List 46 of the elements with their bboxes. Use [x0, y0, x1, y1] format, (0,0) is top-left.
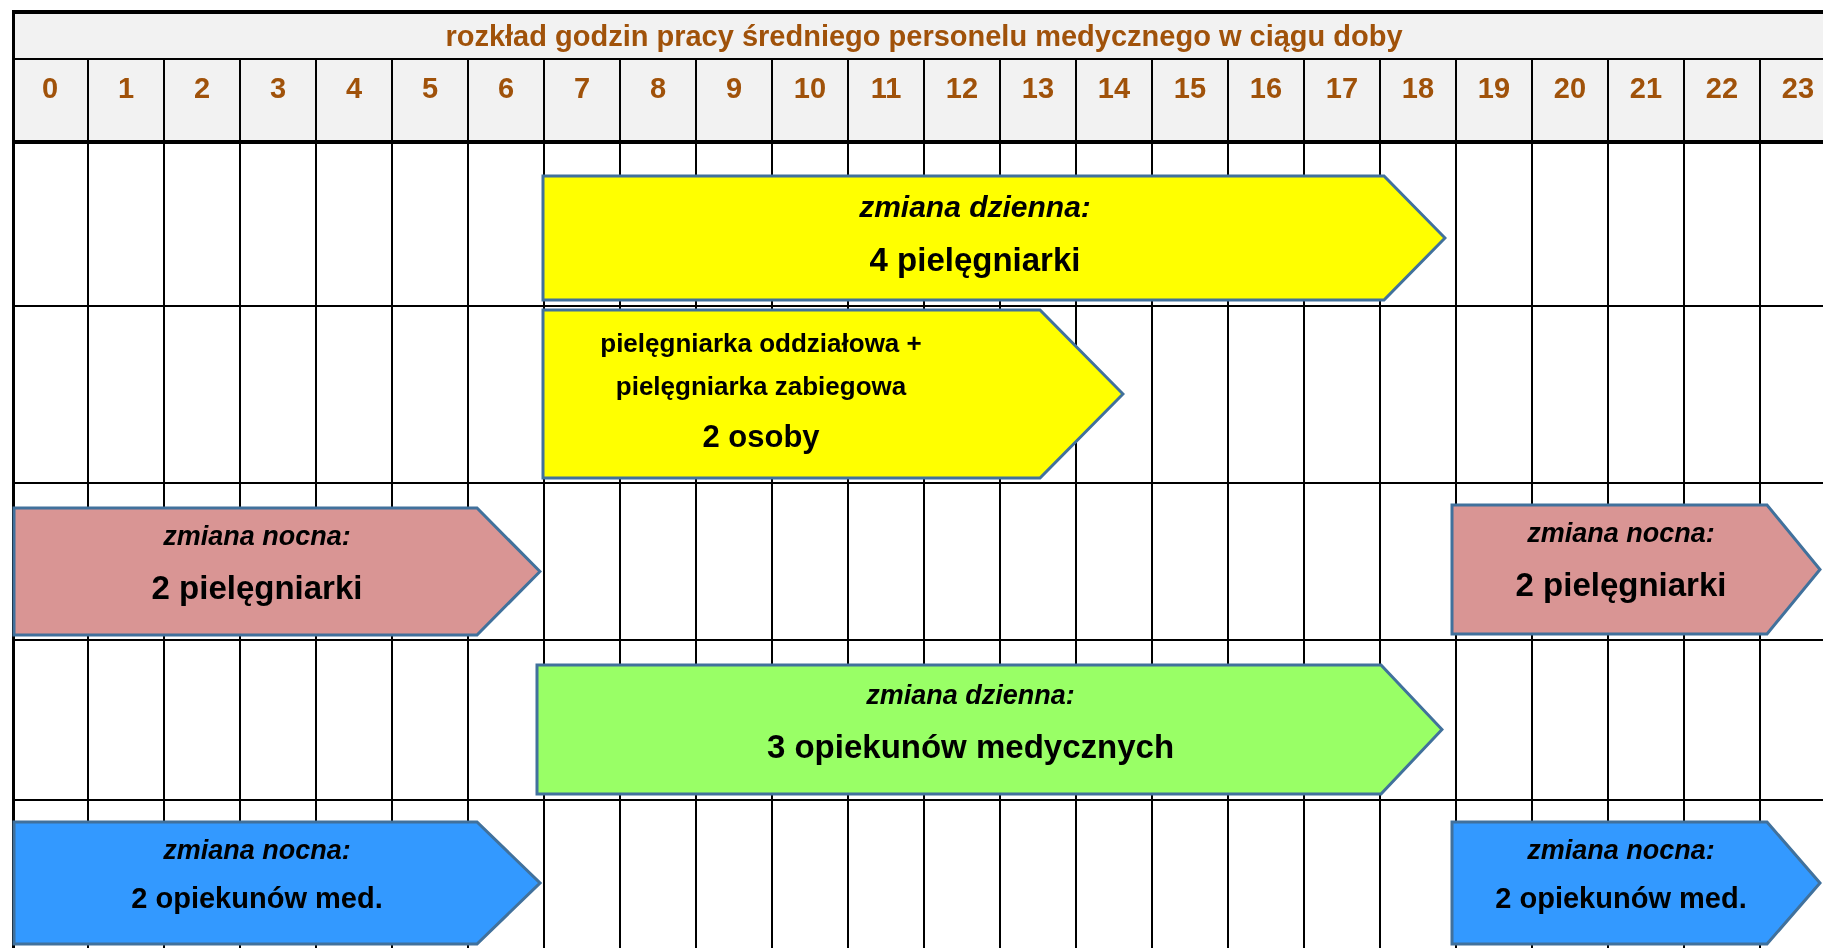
hour-label: 12	[945, 73, 979, 103]
shift-bar	[541, 308, 1125, 480]
staff-count: 2 opiekunów med.	[130, 880, 384, 916]
hour-label: 20	[1553, 73, 1587, 103]
shift-heading: zmiana dzienna:	[865, 679, 1076, 712]
chart-title: rozkład godzin pracy średniego personelu medycznego w ciągu doby	[445, 21, 1403, 51]
shift-bar	[12, 506, 542, 637]
hour-label: 17	[1325, 73, 1359, 103]
hour-label: 19	[1477, 73, 1511, 103]
hour-label: 18	[1401, 73, 1435, 103]
shift-bar	[1450, 503, 1822, 636]
shift-heading: zmiana dzienna:	[858, 189, 1092, 225]
shift-heading: zmiana nocna:	[1526, 517, 1716, 550]
hour-label: 4	[345, 73, 363, 103]
hour-label: 10	[793, 73, 827, 103]
hour-label: 13	[1021, 73, 1055, 103]
staff-count: 2 opiekunów med.	[1494, 880, 1748, 916]
shift-heading: zmiana nocna:	[1526, 834, 1716, 867]
hour-label: 0	[41, 73, 59, 103]
shift-bar	[541, 174, 1447, 302]
hour-label: 22	[1705, 73, 1739, 103]
hour-label: 9	[725, 73, 743, 103]
hour-label: 7	[573, 73, 591, 103]
shift-bar	[1450, 820, 1822, 946]
hour-label: 5	[421, 73, 439, 103]
staff-count: 2 osoby	[701, 418, 821, 456]
shift-heading: pielęgniarka oddziałowa + pielęgniarka zabiegowa	[599, 327, 923, 403]
staff-count: 2 pielęgniarki	[1514, 564, 1728, 605]
hour-label: 14	[1097, 73, 1131, 103]
staff-count: 2 pielęgniarki	[150, 567, 364, 608]
staff-count: 4 pielęgniarki	[868, 240, 1082, 280]
hour-label: 8	[649, 73, 667, 103]
hour-label: 2	[193, 73, 211, 103]
shift-heading: zmiana nocna:	[162, 520, 352, 553]
staff-count: 3 opiekunów medycznych	[765, 726, 1176, 767]
hour-label: 21	[1629, 73, 1663, 103]
shift-bar	[535, 663, 1444, 796]
hour-label: 16	[1249, 73, 1283, 103]
hour-label: 23	[1781, 73, 1815, 103]
hour-label: 15	[1173, 73, 1207, 103]
hour-label: 11	[870, 73, 902, 103]
hour-label: 6	[497, 73, 515, 103]
hour-label: 3	[269, 73, 287, 103]
shift-heading: zmiana nocna:	[162, 834, 352, 867]
shift-bar	[12, 820, 542, 946]
hour-label: 1	[117, 73, 135, 103]
